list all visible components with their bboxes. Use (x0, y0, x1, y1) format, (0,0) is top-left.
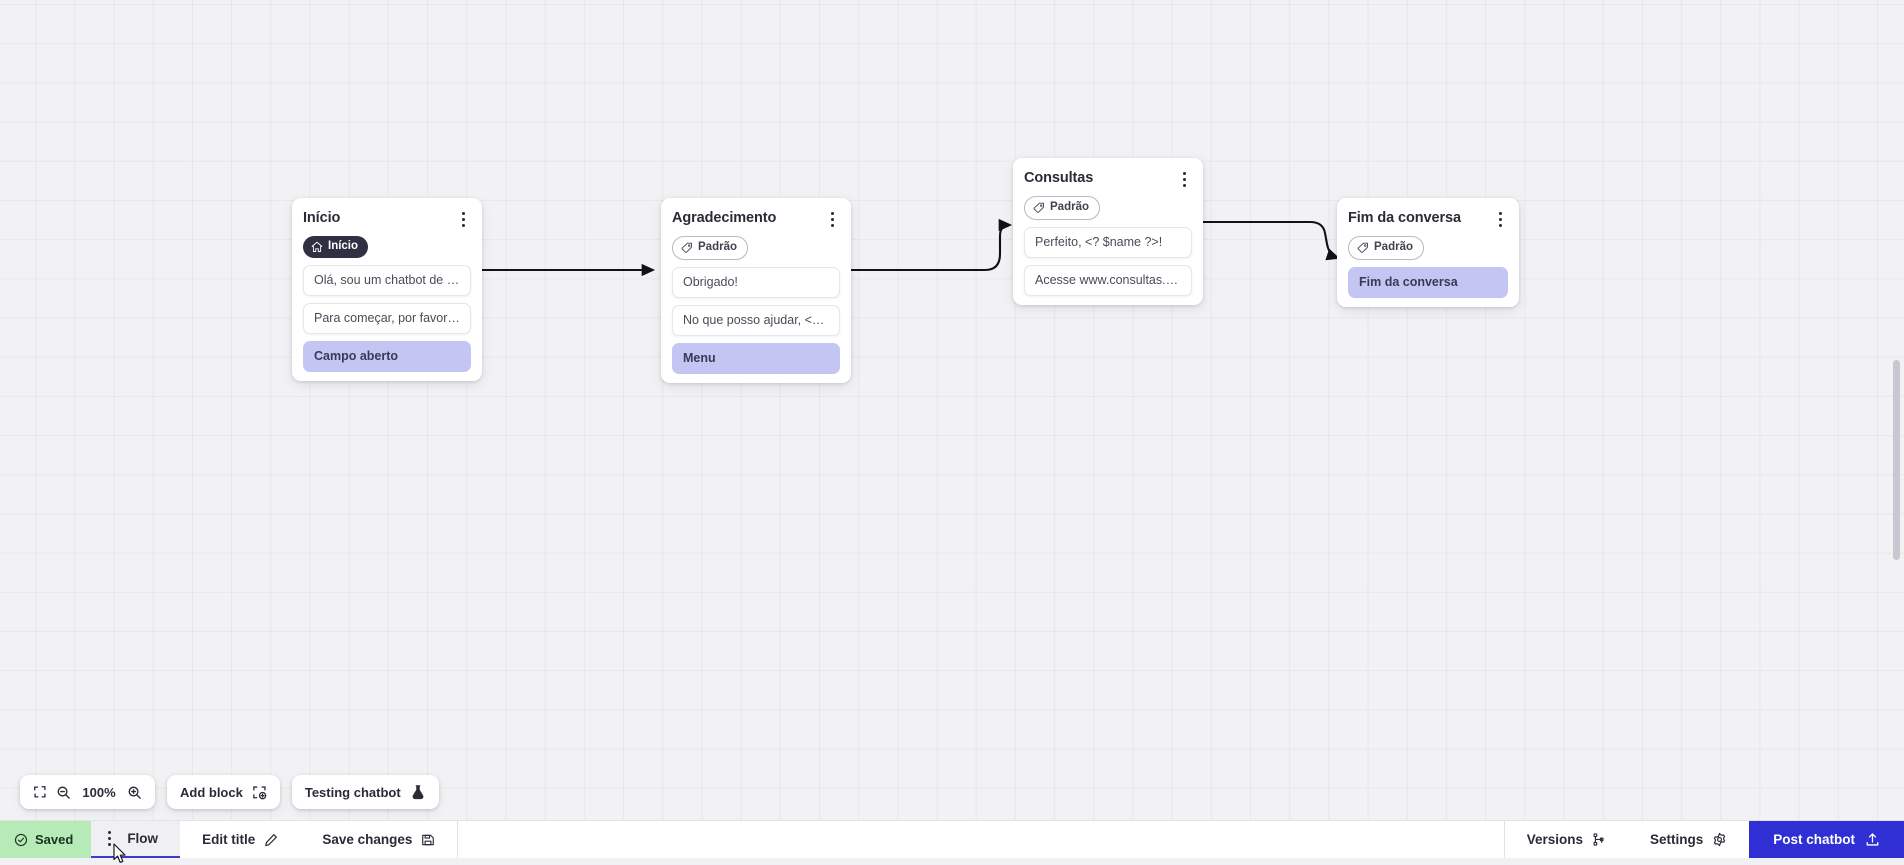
zoom-controls[interactable]: 100% (20, 775, 155, 809)
bottom-toolbar-right: Versions Settings Post chatbot (1504, 821, 1904, 858)
post-chatbot-label: Post chatbot (1773, 832, 1855, 847)
node-title: Início (303, 209, 340, 227)
add-block-icon (252, 785, 267, 800)
tag-icon (1033, 202, 1045, 214)
node-message[interactable]: Acesse www.consultas.com par... (1024, 265, 1192, 296)
edit-title-button[interactable]: Edit title (180, 821, 300, 858)
node-badge-row: Padrão (1024, 196, 1192, 220)
node-menu-icon[interactable] (824, 209, 840, 229)
zoom-out-icon[interactable] (56, 785, 71, 800)
drag-handle-icon[interactable] (101, 829, 117, 849)
pencil-icon (264, 833, 278, 847)
flow-node-consultas[interactable]: Consultas Padrão Perfeito, <? $name ?>! … (1013, 158, 1203, 305)
canvas-toolbar: 100% Add block Testing chatbot (20, 775, 439, 809)
settings-button[interactable]: Settings (1628, 821, 1749, 858)
tab-flow-label: Flow (127, 831, 158, 846)
upload-icon (1865, 832, 1880, 847)
node-badge-label: Padrão (1050, 202, 1089, 214)
connector-layer (0, 0, 1904, 820)
node-menu-icon[interactable] (1176, 169, 1192, 189)
node-badge-label: Padrão (1374, 242, 1413, 254)
node-message[interactable]: Para começar, por favor digite o ... (303, 303, 471, 334)
testing-chatbot-button[interactable]: Testing chatbot (292, 775, 439, 809)
bottom-toolbar: Saved Flow Edit title Save changes (0, 820, 1904, 858)
node-message[interactable]: Perfeito, <? $name ?>! (1024, 227, 1192, 258)
node-header: Consultas (1024, 169, 1192, 189)
floppy-disk-icon (421, 833, 435, 847)
edge-consultas-fim (1201, 222, 1338, 258)
versions-label: Versions (1527, 832, 1583, 847)
status-badge-saved: Saved (0, 821, 91, 858)
flow-node-fim-da-conversa[interactable]: Fim da conversa Padrão Fim da conversa (1337, 198, 1519, 307)
flask-icon (410, 784, 426, 800)
flow-node-agradecimento[interactable]: Agradecimento Padrão Obrigado! No que po… (661, 198, 851, 383)
node-badge-row: Padrão (672, 236, 840, 260)
save-changes-button[interactable]: Save changes (300, 821, 457, 858)
tab-flow[interactable]: Flow (91, 821, 180, 858)
node-badge-padrao[interactable]: Padrão (672, 236, 748, 260)
node-badge-padrao[interactable]: Padrão (1024, 196, 1100, 220)
node-title: Agradecimento (672, 209, 776, 227)
node-message[interactable]: Obrigado! (672, 267, 840, 298)
branch-icon (1592, 832, 1606, 847)
divider (457, 821, 458, 858)
node-badge-row: Início (303, 236, 471, 258)
saved-label: Saved (35, 832, 73, 847)
bottom-toolbar-left: Saved Flow Edit title Save changes (0, 821, 458, 858)
node-badge-label: Padrão (698, 242, 737, 254)
save-changes-label: Save changes (322, 832, 412, 847)
fit-screen-icon[interactable] (33, 785, 47, 799)
node-header: Agradecimento (672, 209, 840, 229)
zoom-level-label: 100% (80, 785, 118, 800)
node-badge-label: Início (328, 241, 358, 253)
edge-agradecimento-consultas (851, 225, 1010, 270)
post-chatbot-button[interactable]: Post chatbot (1749, 821, 1904, 858)
add-block-label: Add block (180, 785, 243, 800)
node-header: Fim da conversa (1348, 209, 1508, 229)
node-header: Início (303, 209, 471, 229)
node-badge-padrao[interactable]: Padrão (1348, 236, 1424, 260)
node-title: Consultas (1024, 169, 1093, 187)
gear-icon (1712, 832, 1727, 847)
node-menu-icon[interactable] (455, 209, 471, 229)
node-message-accent[interactable]: Menu (672, 343, 840, 374)
node-message-accent[interactable]: Fim da conversa (1348, 267, 1508, 298)
node-badge-inicio[interactable]: Início (303, 236, 368, 258)
tag-icon (1357, 242, 1369, 254)
node-title: Fim da conversa (1348, 209, 1461, 227)
tag-icon (681, 242, 693, 254)
node-badge-row: Padrão (1348, 236, 1508, 260)
check-circle-icon (14, 833, 28, 847)
versions-button[interactable]: Versions (1505, 821, 1628, 858)
home-icon (311, 241, 323, 253)
flow-node-inicio[interactable]: Início Início Olá, sou um chatbot de tes… (292, 198, 482, 381)
zoom-in-icon[interactable] (127, 785, 142, 800)
node-message-accent[interactable]: Campo aberto (303, 341, 471, 372)
flow-canvas[interactable]: Início Início Olá, sou um chatbot de tes… (0, 0, 1904, 820)
node-menu-icon[interactable] (1492, 209, 1508, 229)
settings-label: Settings (1650, 832, 1703, 847)
node-message[interactable]: Olá, sou um chatbot de teste! (303, 265, 471, 296)
vertical-scrollbar[interactable] (1893, 360, 1900, 560)
testing-chatbot-label: Testing chatbot (305, 785, 401, 800)
edit-title-label: Edit title (202, 832, 255, 847)
add-block-button[interactable]: Add block (167, 775, 280, 809)
node-message[interactable]: No que posso ajudar, <? $name ... (672, 305, 840, 336)
